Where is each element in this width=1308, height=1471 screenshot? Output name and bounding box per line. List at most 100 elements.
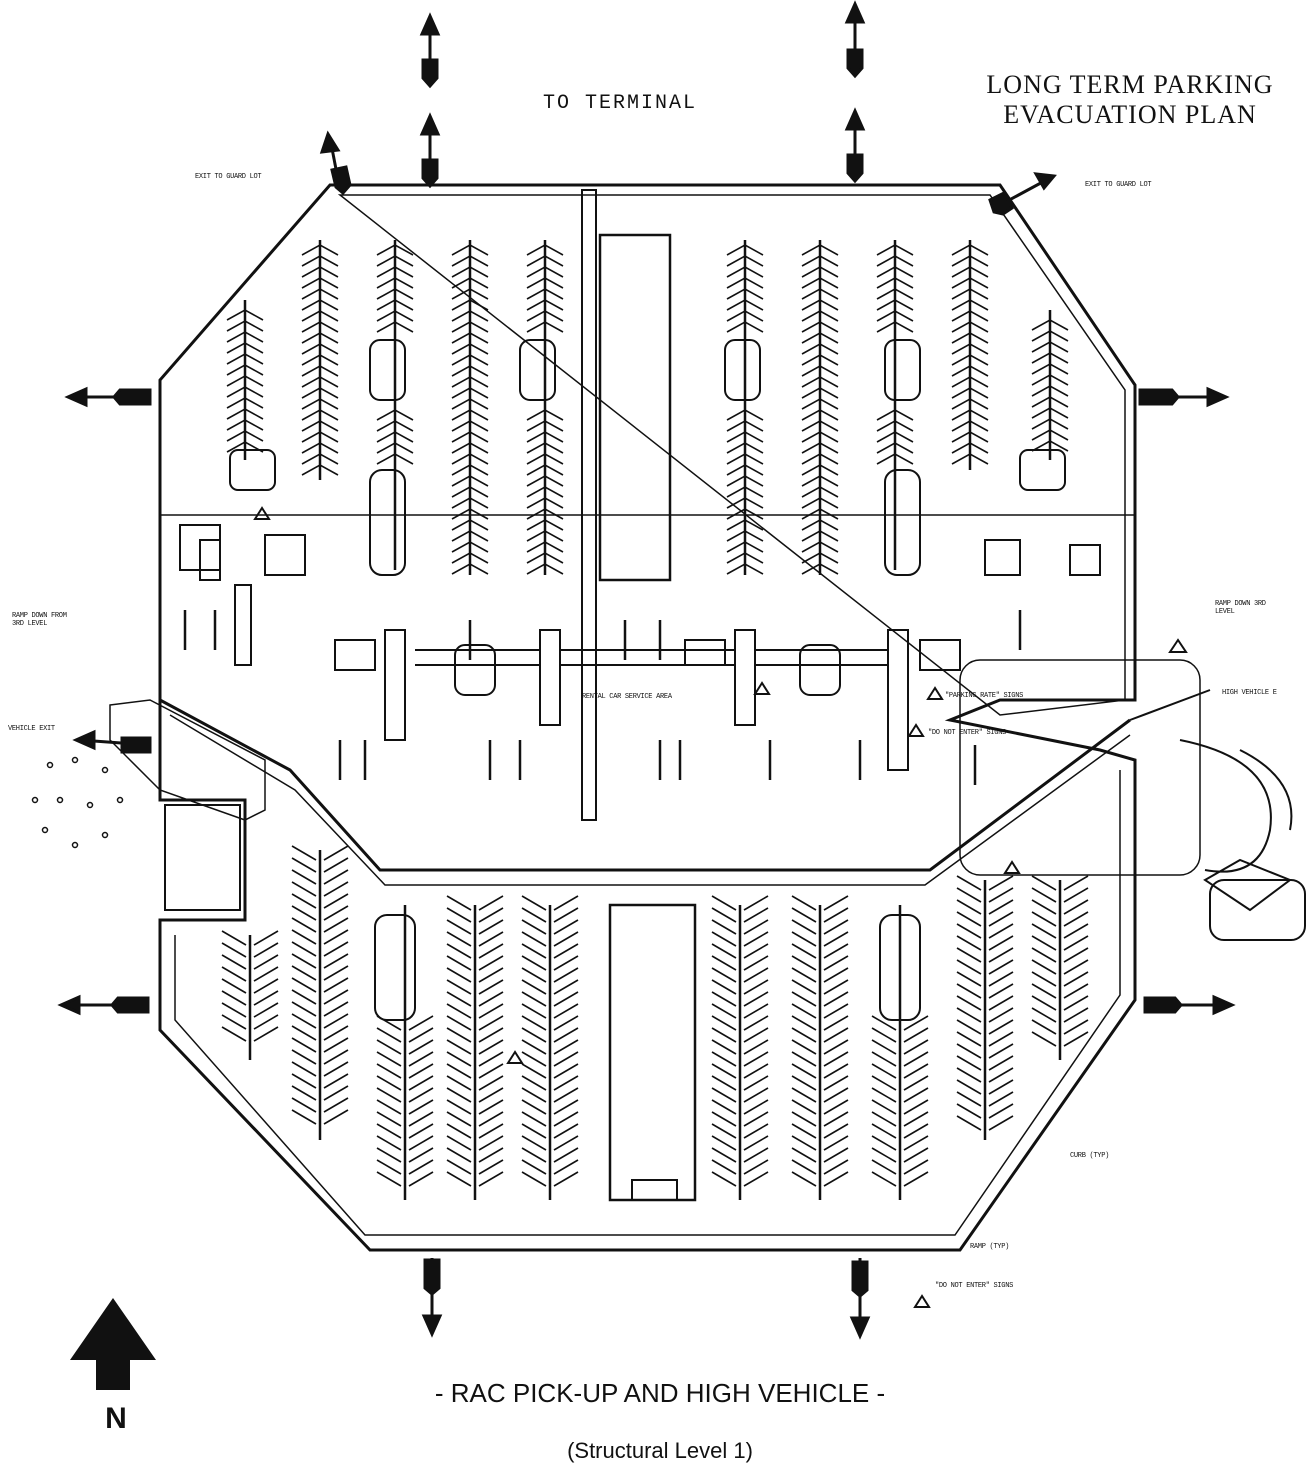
exit-arrow-nw: [319, 130, 352, 196]
parking-stall: [743, 1135, 769, 1151]
parking-stall: [226, 430, 264, 442]
parking-stall: [743, 1159, 769, 1175]
parking-stall: [226, 408, 264, 420]
parking-stall: [951, 387, 989, 399]
parking-stall: [988, 1043, 1014, 1059]
parking-stall: [951, 255, 989, 267]
parking-stall: [221, 1026, 247, 1042]
parking-stall: [408, 1015, 434, 1031]
parking-stall: [823, 1087, 849, 1103]
parking-stall: [376, 1135, 402, 1151]
parking-stall: [801, 288, 839, 300]
parking-stall: [1031, 418, 1069, 430]
parking-stall: [726, 475, 764, 487]
parking-stall: [726, 244, 764, 256]
structural-level-label: (Structural Level 1): [567, 1438, 753, 1463]
callout-do-not-enter: "DO NOT ENTER" SIGNS: [928, 729, 1007, 737]
parking-stall: [446, 967, 472, 983]
parking-stall: [451, 442, 489, 454]
parking-stall: [1063, 1019, 1089, 1035]
parking-stall: [323, 941, 349, 957]
parking-stall: [823, 1015, 849, 1031]
parking-stall: [711, 1159, 737, 1175]
sign-triangles: [253, 506, 1188, 1308]
parking-stall: [871, 1171, 897, 1187]
parking-stall: [871, 1159, 897, 1175]
parking-stall: [301, 332, 339, 344]
parking-stall: [956, 911, 982, 927]
parking-stall: [1063, 935, 1089, 951]
parking-stall: [323, 953, 349, 969]
parking-stall: [253, 954, 279, 970]
parking-stall: [301, 354, 339, 366]
parking-stall: [301, 266, 339, 278]
parking-stall: [726, 299, 764, 311]
parking-stall: [408, 1099, 434, 1115]
parking-stall: [301, 420, 339, 432]
parking-stall: [323, 989, 349, 1005]
parking-stall: [956, 947, 982, 963]
parking-stall: [801, 563, 839, 575]
parking-stall: [726, 321, 764, 333]
parking-stall: [478, 1063, 504, 1079]
parking-stall: [446, 1099, 472, 1115]
parking-stall: [801, 365, 839, 377]
parking-stall: [956, 875, 982, 891]
parking-stall: [791, 1063, 817, 1079]
parking-stall: [743, 907, 769, 923]
parking-stall: [1031, 330, 1069, 342]
parking-stall: [253, 942, 279, 958]
parking-stall: [553, 1039, 579, 1055]
parking-stall: [726, 464, 764, 476]
parking-stall: [956, 971, 982, 987]
parking-stall: [743, 1003, 769, 1019]
parking-stall: [521, 1051, 547, 1067]
parking-stall: [956, 923, 982, 939]
parking-stall: [451, 530, 489, 542]
parking-stall: [226, 342, 264, 354]
parking-stall: [743, 1015, 769, 1031]
parking-stall: [1063, 887, 1089, 903]
parking-stall: [988, 935, 1014, 951]
parking-stall: [521, 943, 547, 959]
south-parking-bays: [221, 845, 1089, 1202]
parking-stall: [376, 453, 414, 465]
parking-stall: [711, 919, 737, 935]
parking-stall: [801, 354, 839, 366]
parking-stall: [1031, 923, 1057, 939]
parking-stall: [801, 508, 839, 520]
parking-stall: [743, 1099, 769, 1115]
parking-stall: [743, 919, 769, 935]
exit-arrow-west-1: [64, 386, 152, 408]
parking-stall: [951, 266, 989, 278]
parking-stall: [1031, 363, 1069, 375]
parking-stall: [376, 1063, 402, 1079]
parking-stall: [376, 420, 414, 432]
parking-stall: [743, 1147, 769, 1163]
parking-stall: [526, 277, 564, 289]
high-vehicle-ramp: [1129, 689, 1306, 941]
parking-stall: [521, 1159, 547, 1175]
parking-stall: [801, 486, 839, 498]
parking-stall: [871, 1087, 897, 1103]
parking-stall: [553, 967, 579, 983]
parking-stall: [876, 453, 914, 465]
parking-stall: [1063, 1031, 1089, 1047]
parking-stall: [823, 1027, 849, 1043]
parking-stall: [956, 983, 982, 999]
parking-stall: [726, 255, 764, 267]
parking-stall: [526, 475, 564, 487]
exit-arrow-east-1: [1138, 386, 1230, 408]
parking-stall: [791, 943, 817, 959]
parking-stall: [451, 475, 489, 487]
parking-stall: [823, 1111, 849, 1127]
parking-stall: [301, 453, 339, 465]
landscape-dots: [31, 756, 124, 849]
parking-stall: [408, 1147, 434, 1163]
parking-stall: [876, 255, 914, 267]
parking-stall: [876, 310, 914, 322]
parking-stall: [988, 887, 1014, 903]
parking-stall: [791, 1027, 817, 1043]
parking-stall: [1031, 352, 1069, 364]
parking-stall: [478, 943, 504, 959]
